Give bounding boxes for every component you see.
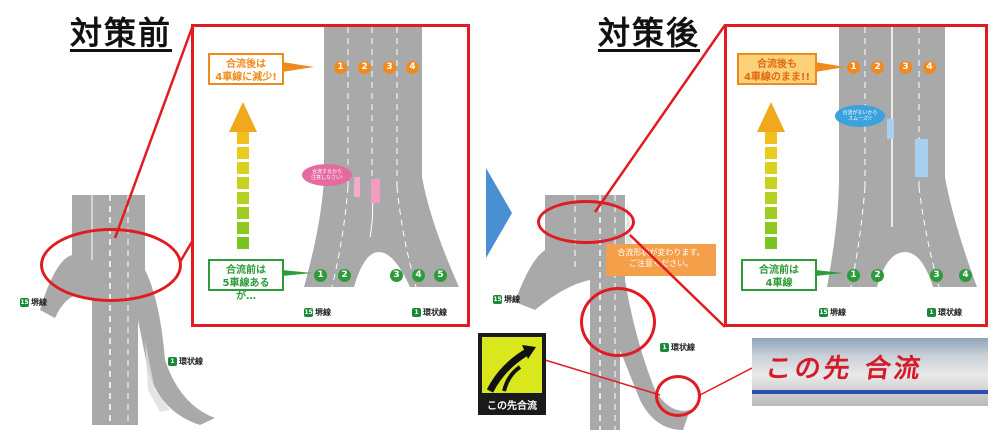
merge-icon — [482, 337, 542, 393]
sign-caption: この先合流 — [482, 397, 542, 412]
zoom-left-road-name: 堺線 — [830, 307, 846, 318]
after-bubble: 合流がないから スムーズ!! — [835, 105, 885, 127]
after-bottom-lane-4: 4 — [959, 269, 972, 282]
road-marking-text: この先 合流 — [763, 348, 925, 385]
after-bottom-box: 合流前は 4車線 — [741, 259, 817, 291]
after-bottom-lane-3: 3 — [930, 269, 943, 282]
after-top-lane-2: 2 — [871, 61, 884, 74]
merge-warning-sign: この先合流 — [478, 333, 546, 415]
after-bottom-lane-1: 1 — [847, 269, 860, 282]
after-top-box: 合流後も 4車線のまま!! — [737, 53, 817, 85]
after-top-lane-3: 3 — [899, 61, 912, 74]
route-1-icon: 1 — [927, 308, 936, 317]
road-marking-blue-line — [752, 390, 988, 394]
route-15-icon: 15 — [819, 308, 828, 317]
after-top-lane-1: 1 — [847, 61, 860, 74]
sign-face — [482, 337, 542, 393]
zoom-right-road-name: 環状線 — [938, 307, 962, 318]
after-bottom-lane-2: 2 — [871, 269, 884, 282]
after-zoom-frame: 合流後も 4車線のまま!! 合流前は 4車線 合流がないから スムーズ!! 1 … — [724, 24, 988, 327]
after-top-lane-4: 4 — [923, 61, 936, 74]
road-marking-photo: この先 合流 — [752, 338, 988, 406]
